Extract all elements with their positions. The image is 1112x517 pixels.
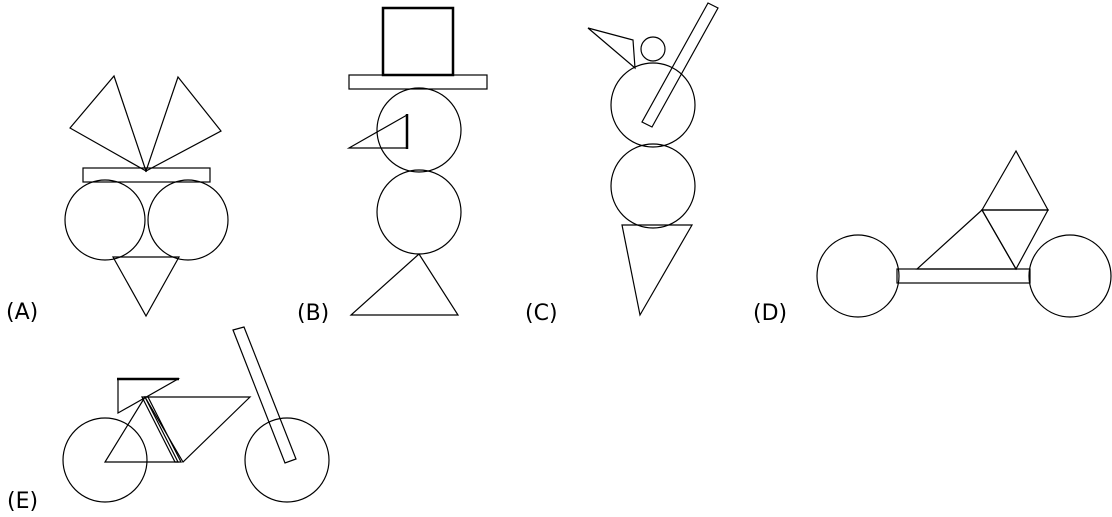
figure-a-right-circle <box>147 179 229 261</box>
figure-d: (D) <box>753 149 1112 326</box>
figure-d-top-triangle <box>980 149 1050 211</box>
figure-d-left-wheel <box>816 234 900 318</box>
figure-c-flag-triangle <box>587 27 636 70</box>
figure-d-middle-triangle <box>980 209 1050 271</box>
figure-b-hat-top <box>381 6 455 77</box>
figure-c-body-circle <box>610 143 696 229</box>
figure-b-hat-brim <box>348 74 488 90</box>
figure-c: (C) <box>525 2 719 326</box>
figure-a: (A) <box>6 74 229 325</box>
figure-e-stick <box>232 326 297 464</box>
figure-e: (E) <box>7 326 330 514</box>
figure-c-stick <box>641 2 719 128</box>
figure-b-label: (B) <box>297 301 329 326</box>
figure-c-bottom-triangle <box>621 224 694 317</box>
figure-d-label: (D) <box>753 301 787 326</box>
figure-a-bar <box>82 167 211 183</box>
figure-d-slanted-triangle <box>915 209 1018 270</box>
figure-e-lower-triangle <box>103 395 179 463</box>
figure-a-right-triangle <box>144 75 222 173</box>
figure-d-frame-bar <box>896 268 1031 284</box>
figure-e-label: (E) <box>7 489 38 514</box>
figure-c-head-circle <box>610 62 696 148</box>
figure-e-large-triangle <box>143 396 252 463</box>
figure-c-small-circle <box>640 36 666 62</box>
figure-b-body-circle <box>376 169 462 255</box>
figure-d-right-wheel <box>1028 234 1112 318</box>
figure-a-left-circle <box>64 179 146 261</box>
figure-b: (B) <box>297 6 488 326</box>
figure-b-base-triangle <box>349 253 460 316</box>
figure-e-rear-wheel <box>244 417 330 503</box>
figure-a-label: (A) <box>6 300 38 325</box>
figure-e-front-wheel <box>62 417 148 503</box>
figure-a-left-triangle <box>69 74 148 173</box>
figure-e-thin-parallelogram <box>141 396 182 463</box>
figure-c-label: (C) <box>525 301 558 326</box>
figure-a-bottom-triangle <box>111 256 181 318</box>
figure-b-head-circle <box>376 87 462 173</box>
